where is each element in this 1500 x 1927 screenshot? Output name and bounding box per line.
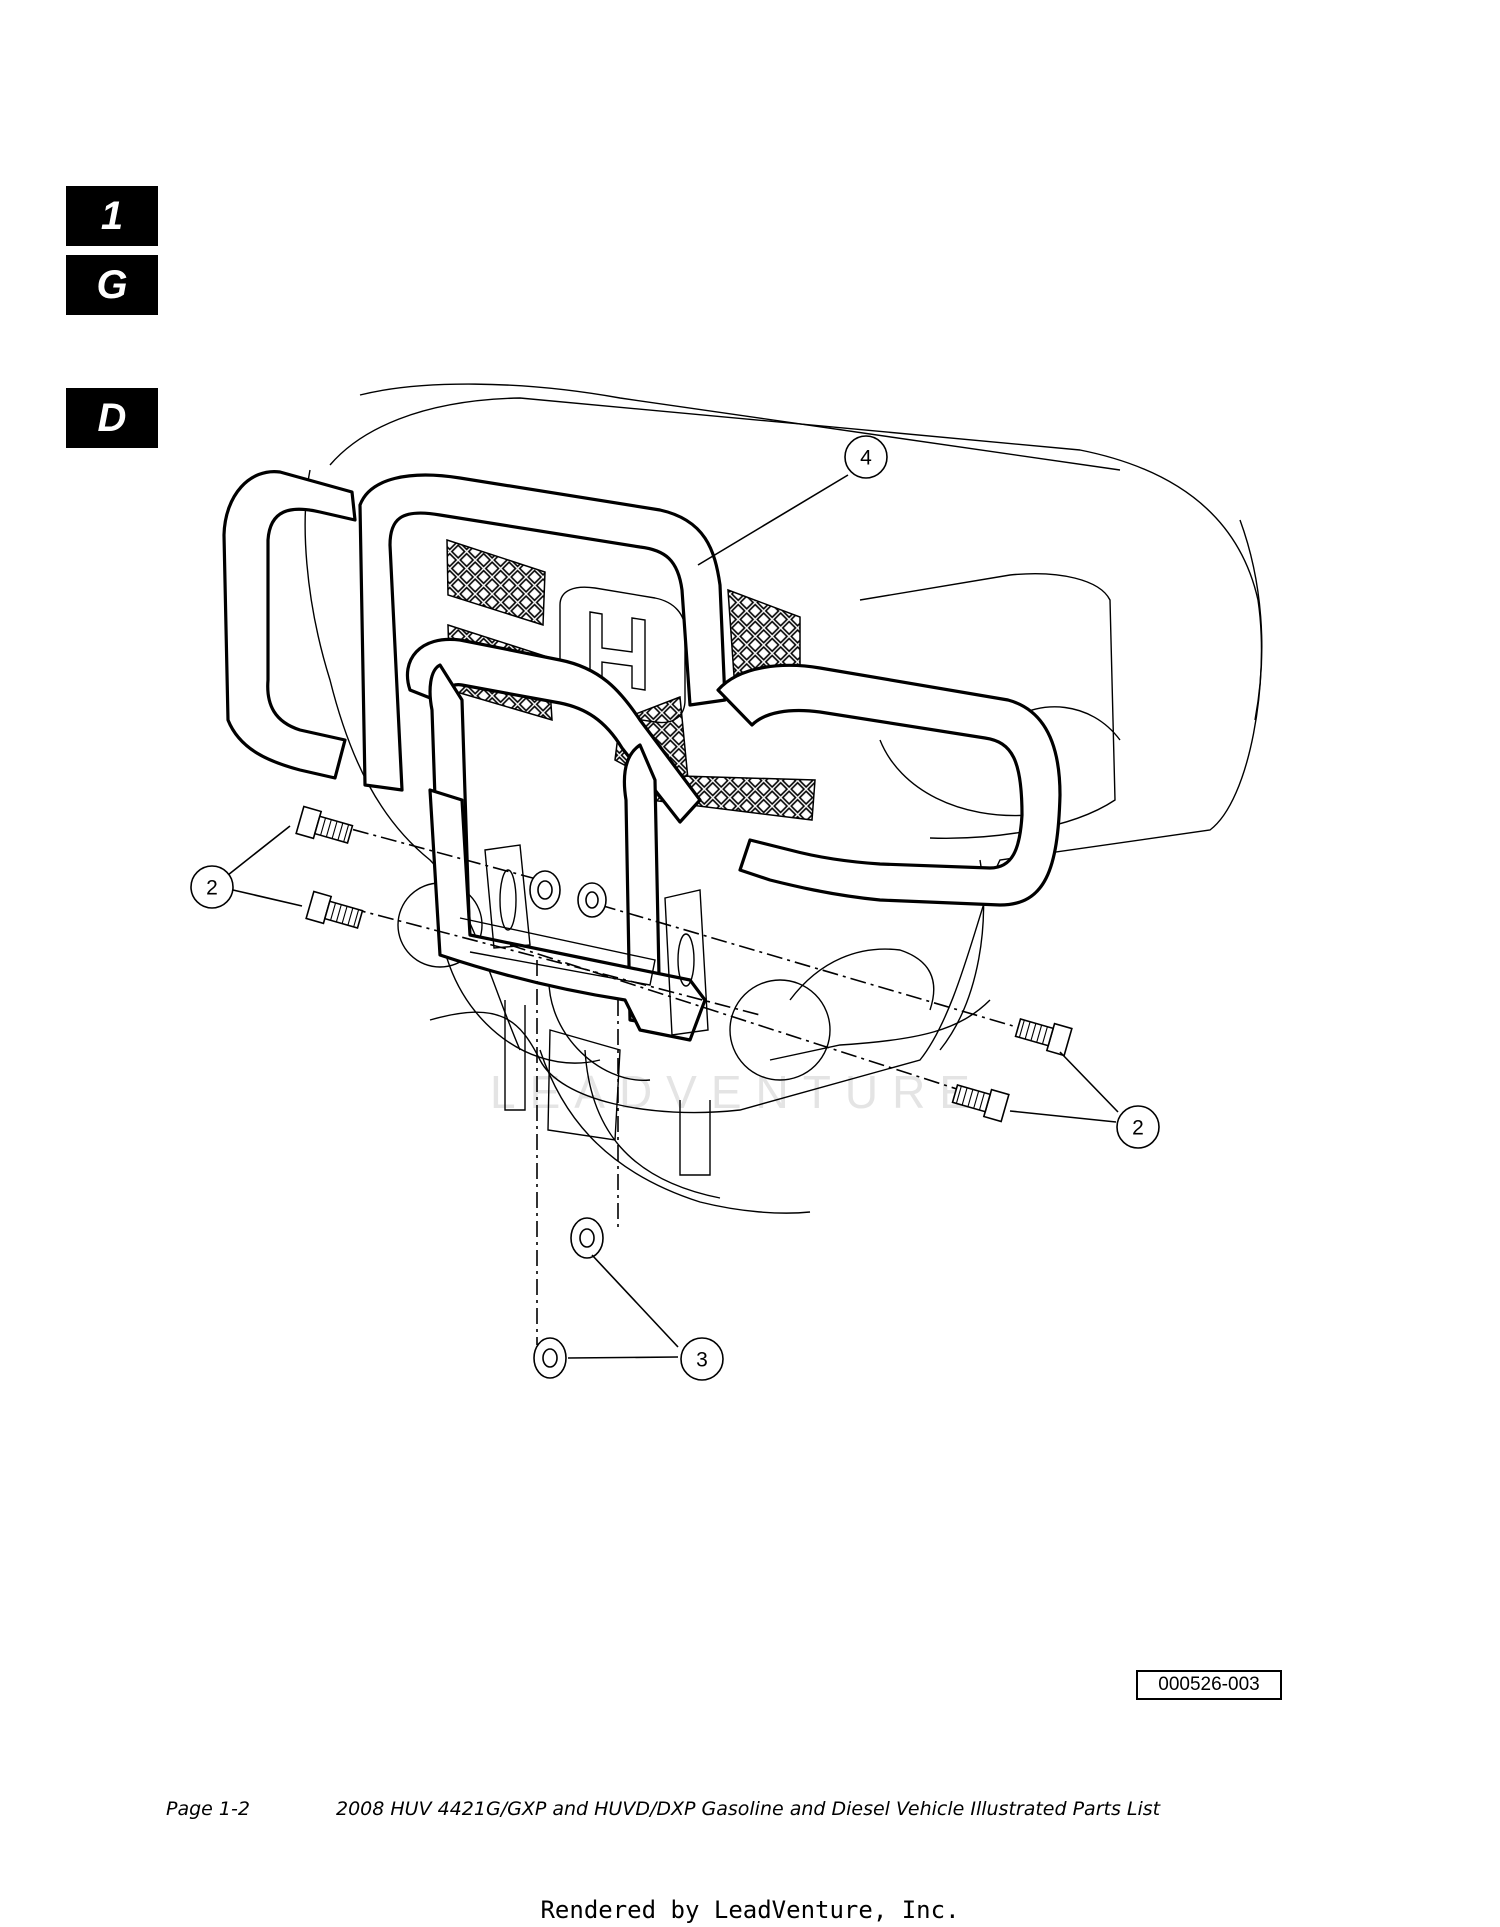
mounting-hardware [295, 805, 1073, 1379]
footer-page-number: Page 1-2 [166, 1798, 250, 1820]
callout-3: 3 [680, 1337, 724, 1381]
svg-text:2: 2 [206, 877, 218, 900]
flange-nut [570, 1217, 604, 1259]
watermark-text: LEADVENTURE [490, 1066, 984, 1118]
assembly-centerlines [324, 821, 1021, 1345]
flange-nut [577, 882, 607, 918]
callout-leaders [227, 474, 1119, 1359]
footer-document-title: 2008 HUV 4421G/GXP and HUVD/DXP Gasoline… [336, 1798, 1161, 1820]
section-tab-g: G [66, 255, 158, 315]
section-tab-d: D [66, 388, 158, 448]
hex-bolt [295, 805, 354, 844]
figure-code-box: 000526-003 [1136, 1670, 1282, 1700]
vehicle-front-body [304, 383, 1263, 1214]
hex-bolt [305, 890, 364, 929]
front-guard [222, 470, 1062, 1042]
hex-bolt [1014, 1018, 1073, 1057]
hex-bolt [951, 1084, 1010, 1123]
callout-4: 4 [844, 435, 888, 479]
flange-nut [529, 870, 561, 910]
flange-nut [533, 1337, 567, 1379]
rendered-by-credit: Rendered by LeadVenture, Inc. [540, 1896, 960, 1924]
callout-2-left: 2 [190, 865, 234, 909]
svg-text:4: 4 [860, 447, 872, 470]
svg-text:2: 2 [1132, 1117, 1144, 1140]
svg-text:3: 3 [696, 1349, 708, 1372]
callout-2-right: 2 [1116, 1105, 1160, 1149]
section-tab-1: 1 [66, 186, 158, 246]
